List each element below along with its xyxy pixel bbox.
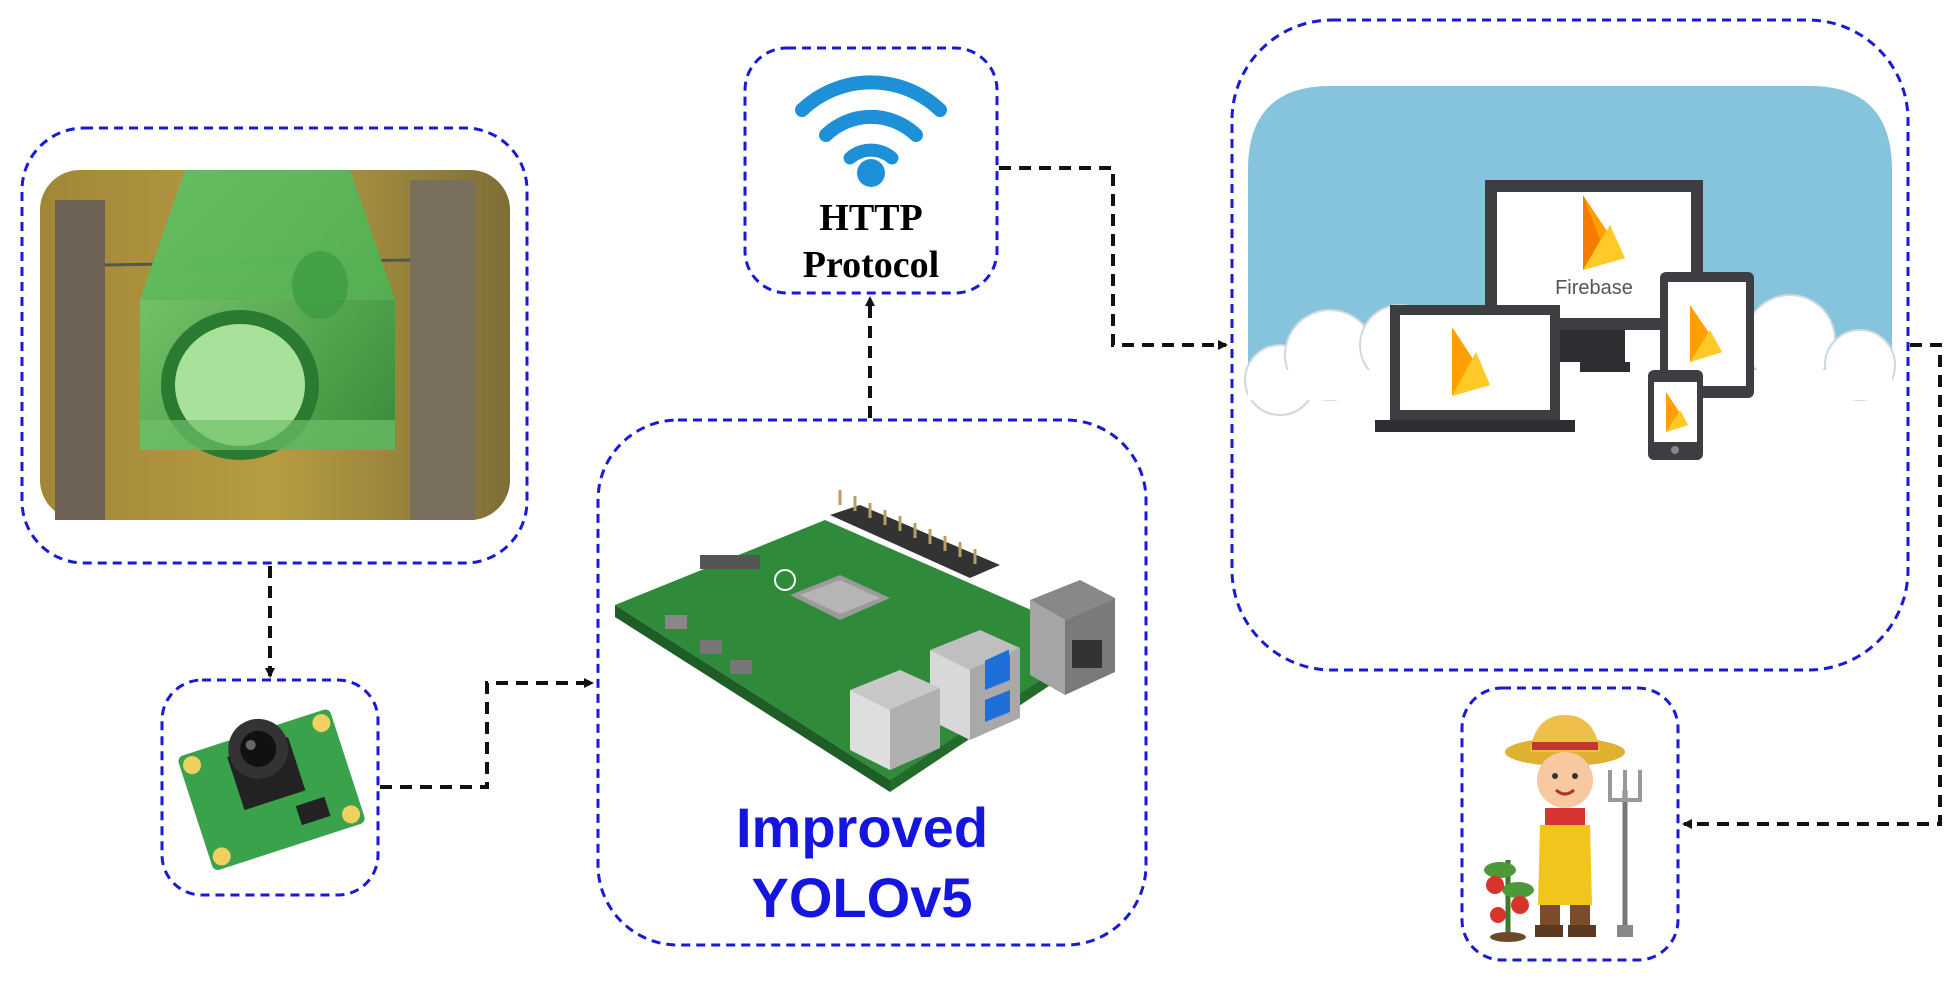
firebase-label: Firebase [1555,277,1633,299]
camera-module-icon [178,709,365,870]
cloud-node: Firebase [1230,18,1910,672]
firebase-devices-icon: Firebase [1375,180,1754,460]
arrow-camera-to-pi [380,678,594,789]
connectors [265,166,1942,829]
raspberry-pi-board-icon [615,490,1115,792]
trap-box-border [20,126,529,565]
http-label-line1: HTTP [819,197,922,239]
insect-trap-photo [40,170,510,520]
model-label-line2: YOLOv5 [752,866,973,929]
cloud-box-border [1230,18,1910,672]
raspberry-pi-node: Improved YOLOv5 [596,418,1148,947]
arrow-cloud-to-farmer [1682,343,1942,829]
farmer-icon [1484,715,1642,942]
farmer-box-border [1460,686,1680,962]
camera-box-border [160,678,380,897]
camera-node [160,678,380,897]
raspberry-pi-box-border [596,418,1148,947]
trap-node [20,126,529,565]
arrow-http-to-cloud [999,166,1228,350]
wifi-icon [795,75,947,187]
http-box-border [743,46,999,295]
farmer-node [1460,686,1680,962]
model-label-line1: Improved [736,796,988,859]
http-label-line2: Protocol [803,244,939,286]
http-node: HTTP Protocol [743,46,999,295]
